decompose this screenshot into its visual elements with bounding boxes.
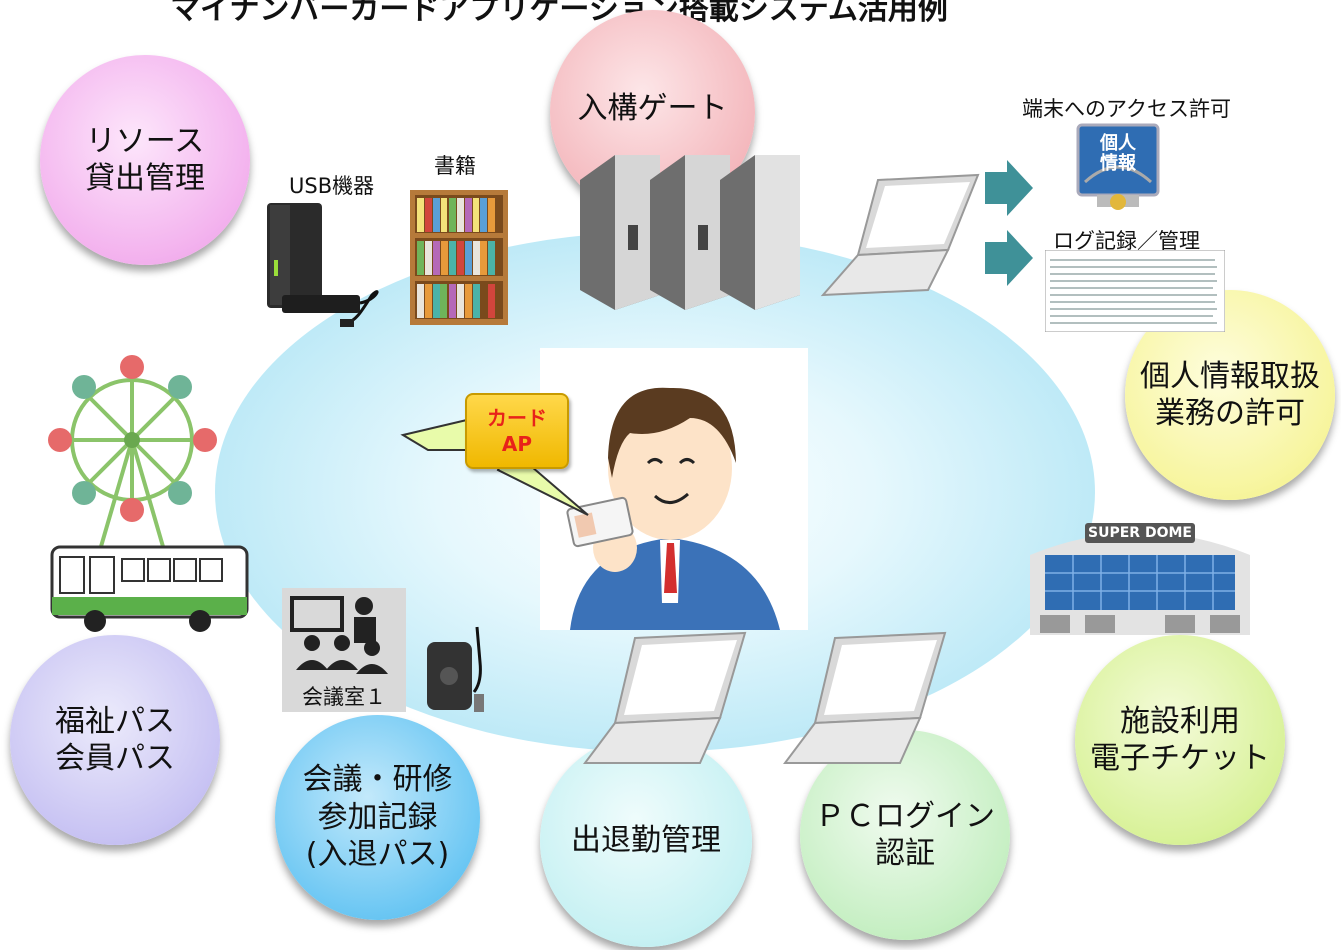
laptop-icon-top bbox=[820, 173, 980, 297]
usb-device-icon bbox=[267, 203, 379, 327]
books-label: 書籍 bbox=[434, 154, 476, 178]
person-with-card-icon bbox=[566, 387, 780, 630]
usb-label: USB機器 bbox=[289, 174, 375, 198]
bubble-meeting-record: 会議・研修 参加記録 (入退パス) bbox=[275, 715, 480, 920]
arrow-right-icon bbox=[985, 230, 1033, 286]
terminal-access-label: 端末へのアクセス許可 bbox=[1022, 97, 1231, 121]
ferris-wheel-icon bbox=[48, 355, 217, 551]
bubble-facility-ticket: 施設利用 電子チケット bbox=[1075, 635, 1285, 845]
stadium-sign: SUPER DOME bbox=[1085, 523, 1195, 543]
bubble-pc-login: ＰＣログイン 認証 bbox=[800, 730, 1010, 940]
card-ap-badge: カード AP bbox=[465, 393, 569, 469]
personal-info-lock-icon: 個人 情報 bbox=[1075, 122, 1161, 214]
bubble-welfare-pass: 福祉パス 会員パス bbox=[10, 635, 220, 845]
bubble-personal-info: 個人情報取扱 業務の許可 bbox=[1125, 290, 1335, 500]
bubble-entry-gate-label: 入構ゲート bbox=[577, 91, 728, 126]
laptop-icon-attendance bbox=[583, 631, 747, 764]
audience-icon bbox=[290, 596, 388, 674]
diagram-title: マイナンバーカードアプリケーション搭載システム活用例 bbox=[170, 0, 948, 27]
bubble-resource-lending: リソース 貸出管理 bbox=[40, 55, 250, 265]
card-reader-icon bbox=[427, 626, 484, 712]
entry-gate-icon bbox=[580, 155, 800, 310]
laptop-icon-pc-login bbox=[783, 631, 947, 764]
center-person-panel bbox=[540, 348, 808, 630]
arrow-right-icon bbox=[985, 160, 1033, 216]
bubble-attendance: 出退勤管理 bbox=[540, 735, 752, 947]
meeting-room-sign: 会議室１ bbox=[282, 588, 406, 712]
personal-info-icon-text: 個人 情報 bbox=[1100, 133, 1136, 174]
bus-icon bbox=[50, 545, 249, 632]
log-label: ログ記録／管理 bbox=[1053, 229, 1200, 253]
meeting-room-label: 会議室１ bbox=[302, 685, 386, 709]
log-document-icon bbox=[1045, 250, 1225, 332]
stadium-icon: SUPER DOME bbox=[1025, 515, 1255, 640]
bookshelf-icon bbox=[410, 190, 508, 325]
